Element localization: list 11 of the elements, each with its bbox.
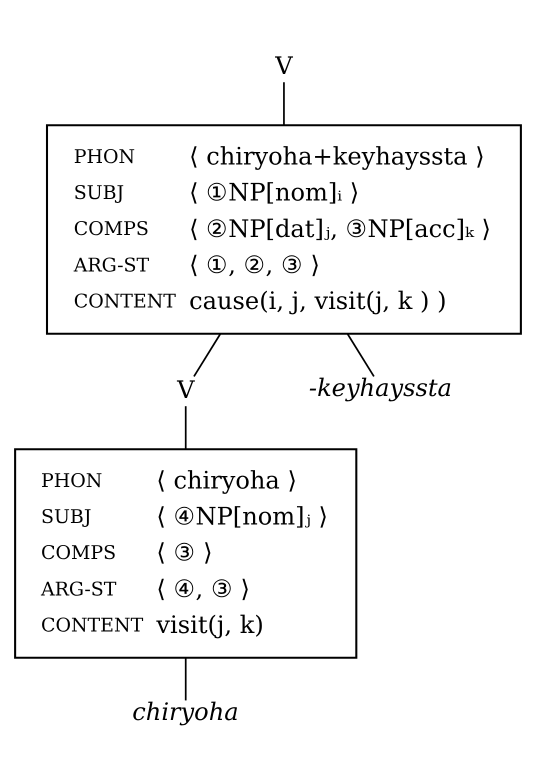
node-box: PHON ⟨ chiryoha ⟩ SUBJ ⟨ ④NP[nom]ⱼ ⟩ COMPS ⟨ ③ ⟩ ARG-ST ⟨ ④, ③ ⟩ CONTENT visit(j, k) — [14, 448, 358, 659]
node-text: chiryoha — [132, 698, 239, 726]
node-text: -keyhayssta — [308, 374, 452, 402]
connector — [283, 82, 285, 125]
node-text: V — [177, 376, 195, 404]
node-box: PHON ⟨ chiryoha+keyhayssta ⟩ SUBJ ⟨ ①NP[nom]ᵢ ⟩ COMPS ⟨ ②NP[dat]ⱼ, ③NP[acc]ₖ ⟩ ARG-ST ⟨ ①, ②, ③ ⟩ CONTENT cause(i, j, visit(j, k ) ) — [46, 124, 522, 335]
connector — [184, 658, 187, 700]
connector — [346, 333, 375, 377]
connector — [193, 333, 222, 377]
connector — [184, 406, 187, 449]
node-text: V — [275, 52, 293, 80]
